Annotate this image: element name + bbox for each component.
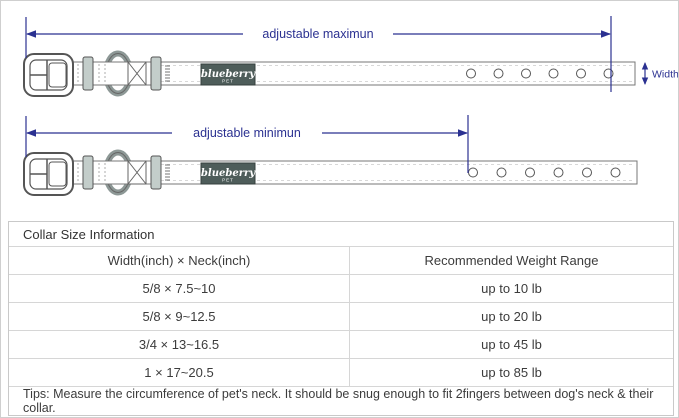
collar-diagram: blueberry PET adjustable maximun Width [23, 16, 679, 196]
brand-name: blueberry [201, 69, 256, 80]
width-label: Width [652, 69, 679, 81]
size-cell: 1 × 17~20.5 [9, 359, 350, 386]
max-label: adjustable maximun [262, 27, 373, 41]
keeper-band [82, 155, 94, 190]
keeper-band [150, 56, 162, 91]
table-title: Collar Size Information [9, 222, 673, 247]
collar-holes [468, 167, 621, 178]
buckle [23, 53, 74, 97]
keeper-band [150, 155, 162, 190]
table-header-row: Width(inch) × Neck(inch) Recommended Wei… [9, 247, 673, 275]
table-row: 5/8 × 7.5~10 up to 10 lb [9, 275, 673, 303]
dimension-width: Width [641, 62, 679, 85]
brand-patch: blueberry PET [200, 162, 256, 185]
size-cell: 3/4 × 13~16.5 [9, 331, 350, 358]
strap-micro-text [165, 164, 170, 181]
strap-micro-text [165, 65, 170, 82]
collar-max-drawing: blueberry PET [23, 50, 636, 97]
collar-min-drawing: blueberry PET [23, 149, 638, 196]
weight-cell: up to 45 lb [481, 337, 542, 352]
collar-holes [466, 68, 614, 79]
weight-cell: up to 20 lb [481, 309, 542, 324]
keeper-band [82, 56, 94, 91]
brand-sub: PET [222, 79, 234, 84]
stitch-box [127, 160, 147, 185]
brand-name: blueberry [201, 168, 256, 179]
buckle [23, 152, 74, 196]
weight-cell: up to 85 lb [481, 365, 542, 380]
min-label: adjustable minimun [193, 126, 301, 140]
weight-cell: up to 10 lb [481, 281, 542, 296]
collar-size-table: Collar Size Information Width(inch) × Ne… [8, 221, 674, 416]
table-row: 3/4 × 13~16.5 up to 45 lb [9, 331, 673, 359]
table-row: 5/8 × 9~12.5 up to 20 lb [9, 303, 673, 331]
column-header-size: Width(inch) × Neck(inch) [9, 247, 350, 274]
brand-patch: blueberry PET [200, 63, 256, 86]
tips-text: Tips: Measure the circumference of pet's… [23, 387, 654, 415]
stitch-box [127, 61, 147, 86]
size-cell: 5/8 × 7.5~10 [9, 275, 350, 302]
column-header-weight: Recommended Weight Range [424, 253, 599, 268]
size-cell: 5/8 × 9~12.5 [9, 303, 350, 330]
brand-sub: PET [222, 178, 234, 183]
table-row: 1 × 17~20.5 up to 85 lb [9, 359, 673, 387]
